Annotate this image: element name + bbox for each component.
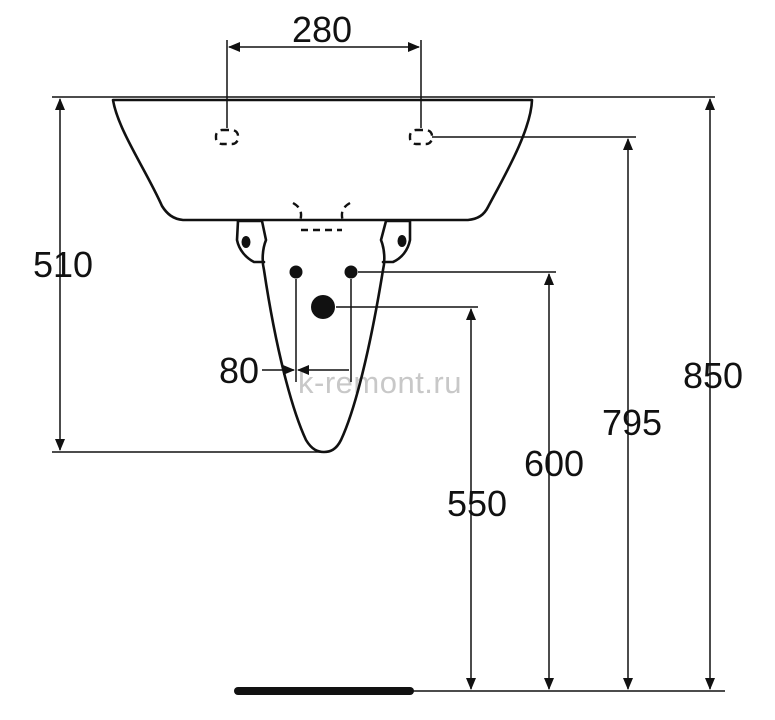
dim-label-600: 600 (524, 443, 584, 484)
dim-label-80: 80 (219, 350, 259, 391)
tap-hole-right (408, 128, 434, 146)
basin (52, 96, 715, 232)
drain-pipe (311, 295, 335, 319)
dim-height-600: 600 (358, 271, 584, 690)
watermark-text: k-remont.ru (298, 365, 462, 400)
tap-hole-left (214, 128, 240, 146)
dim-label-850: 850 (683, 355, 743, 396)
bracket-screw-left (241, 236, 251, 248)
dim-height-550: 550 (336, 306, 507, 690)
dim-pipe-spacing: 80 (219, 279, 352, 391)
dim-height-850: 850 (683, 98, 743, 690)
dim-label-795: 795 (602, 402, 662, 443)
dim-label-510: 510 (33, 244, 93, 285)
pedestal (235, 219, 412, 454)
dim-label-280: 280 (292, 9, 352, 50)
supply-pipe-right (344, 265, 358, 279)
supply-pipe-left (289, 265, 303, 279)
dim-basin-depth: 510 (33, 98, 322, 453)
dim-height-795: 795 (432, 136, 662, 690)
bracket-screw-right (397, 235, 407, 247)
dim-label-550: 550 (447, 483, 507, 524)
waste-outlet (292, 201, 351, 232)
dim-tap-spacing: 280 (226, 9, 422, 128)
